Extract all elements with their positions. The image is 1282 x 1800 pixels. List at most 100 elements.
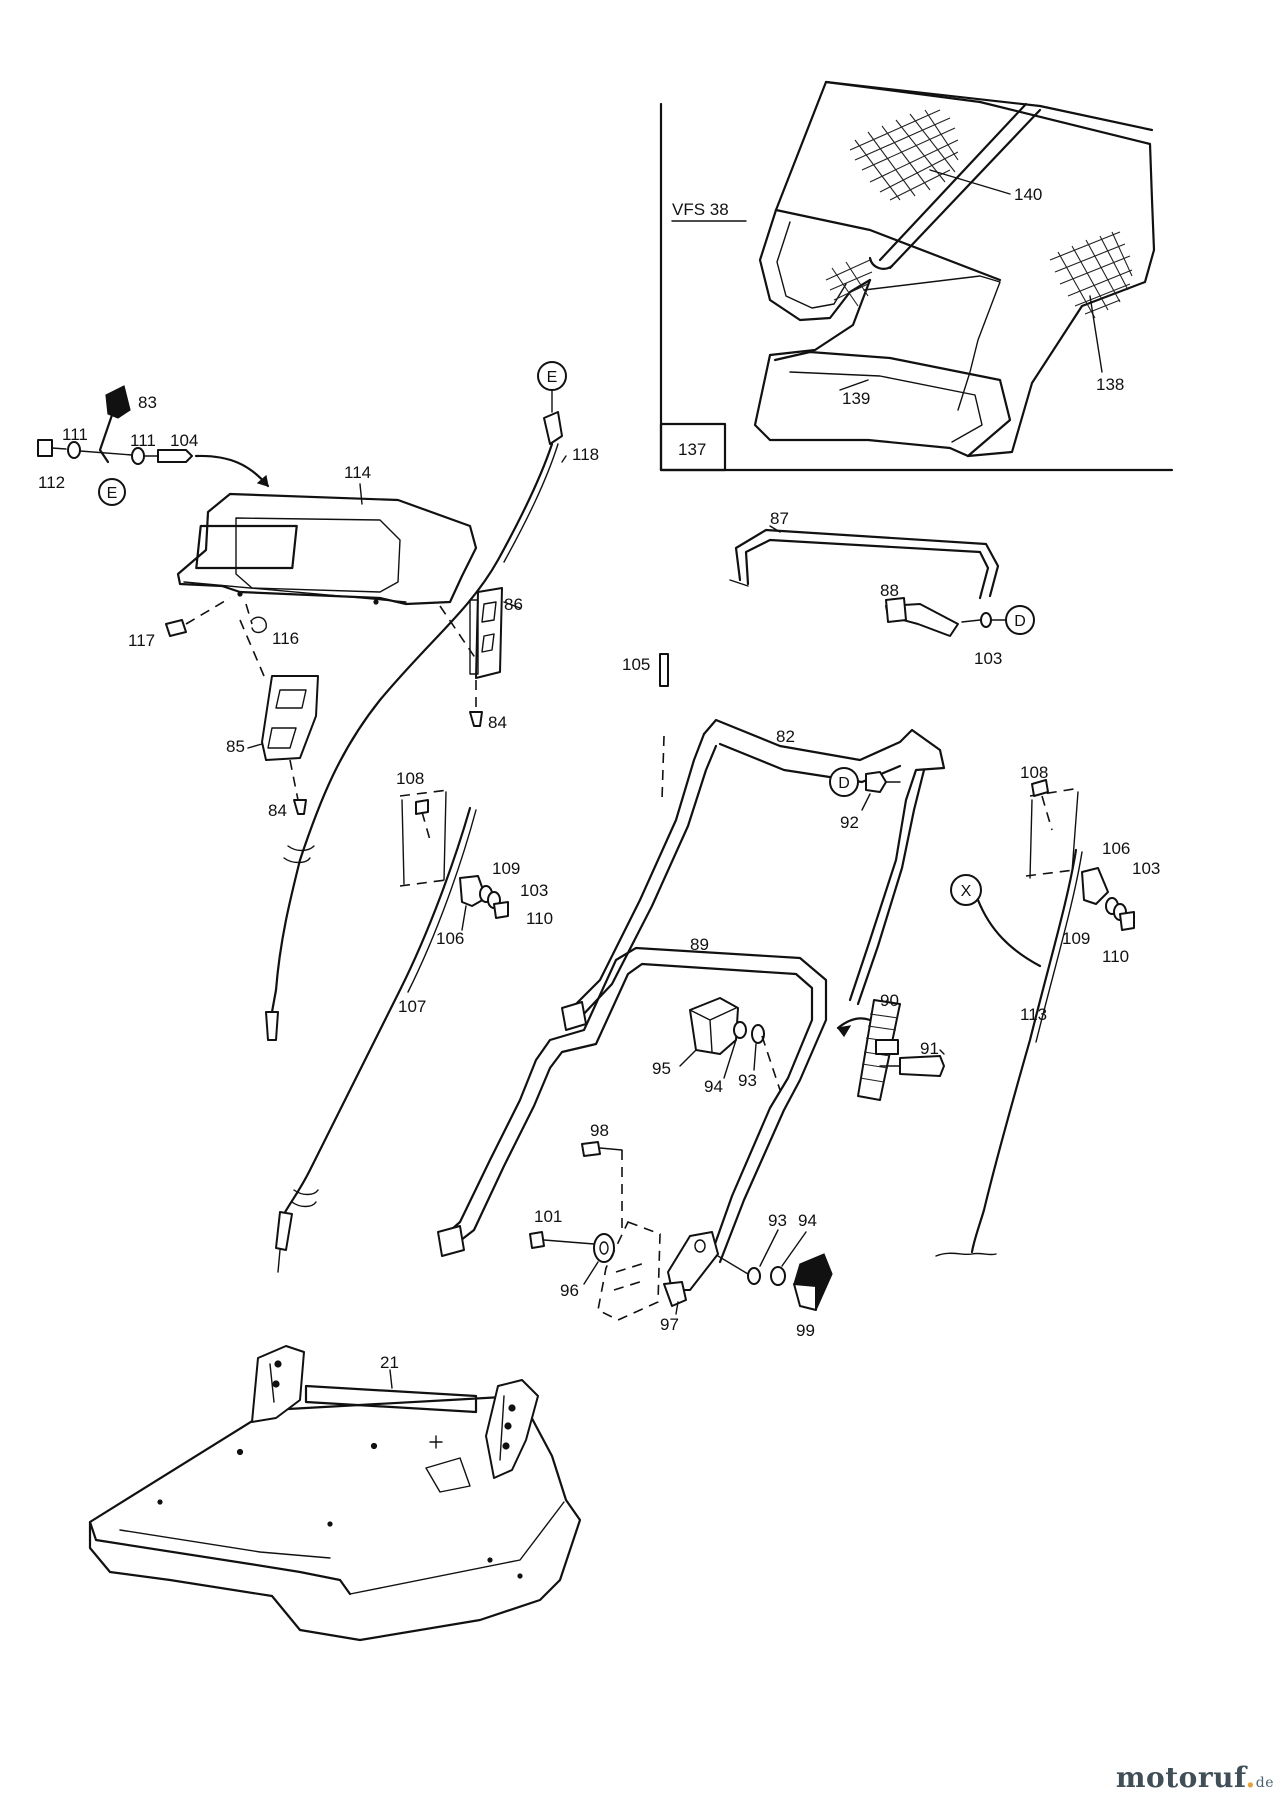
callout-e-left [98, 478, 126, 506]
handle-89-outer [440, 946, 828, 1264]
part-84-screw-a [469, 711, 483, 727]
callout-d-handle-letter: D [838, 775, 850, 792]
panel-hole [237, 591, 243, 597]
label-83: 83 [138, 393, 157, 412]
label-86: 86 [504, 595, 523, 614]
cable-118: E 118 [265, 361, 599, 1041]
right-handle-segment [1029, 791, 1079, 879]
cable-118-lower [270, 988, 278, 1014]
label-105: 105 [622, 655, 650, 674]
bolt-90-group: 90 91 [836, 991, 945, 1101]
inset-model-label: VFS 38 [672, 200, 729, 219]
part-110-nut-b [1119, 911, 1135, 931]
panel-outline [176, 492, 478, 606]
part-111-washer-a [67, 441, 81, 459]
label-21: 21 [380, 1353, 399, 1372]
part-95-knob-edges [689, 1007, 737, 1053]
arrow-head-90 [836, 1025, 852, 1038]
panel-hole [373, 599, 379, 605]
dash-93a [761, 1035, 781, 1091]
label-110b: 110 [1102, 947, 1129, 966]
callout-d-bail [1005, 605, 1035, 635]
dash-108a [421, 811, 431, 841]
deck-hole [517, 1573, 523, 1579]
leader-93b [759, 1229, 779, 1267]
callout-e-left-letter: E [107, 485, 118, 502]
inset-number-label: 137 [678, 440, 706, 459]
bag-rail-end [868, 256, 894, 270]
bag-handle-rail [878, 102, 1042, 270]
part-92-bolt [865, 771, 887, 793]
label-101: 101 [534, 1207, 562, 1226]
label-94b: 94 [798, 1211, 817, 1230]
part-95-knob [689, 997, 739, 1055]
label-112: 112 [38, 473, 65, 492]
part-87-bail-inner [744, 538, 990, 600]
cable-107-line [282, 806, 472, 1216]
mount-hole [502, 1442, 510, 1450]
label-87: 87 [770, 509, 789, 528]
leader-85 [247, 743, 263, 749]
leader-93a [753, 1043, 757, 1071]
cable-113-line [970, 848, 1078, 1254]
cable-107-end-fitting [275, 1211, 293, 1251]
leader-91 [939, 1049, 945, 1055]
part-93-washer-a [751, 1024, 765, 1044]
part-99-knob-face [793, 1283, 817, 1311]
deck-hole [487, 1557, 493, 1563]
dash-84b [289, 759, 299, 801]
label-93b: 93 [768, 1211, 787, 1230]
part-85-slots [267, 689, 307, 749]
part-106-clamp-a [459, 875, 487, 907]
inset-number-box [659, 422, 727, 472]
label-116: 116 [272, 629, 299, 648]
part-103-washer-b [980, 612, 992, 628]
cable-107-tip [277, 1249, 281, 1273]
leader-96 [583, 1261, 599, 1285]
label-94a: 94 [704, 1077, 723, 1096]
part-94-washer-a [733, 1021, 747, 1039]
label-95: 95 [652, 1059, 671, 1078]
label-109a: 109 [492, 859, 520, 878]
leader-86 [503, 601, 521, 609]
part-91-bolt [899, 1055, 945, 1077]
callout-d-handle [829, 767, 859, 797]
handle-82-right-leg [702, 718, 946, 1002]
handle-82-left-leg [564, 732, 706, 1016]
knob-95-group: 95 94 93 [652, 997, 781, 1096]
leader-116 [245, 603, 253, 625]
arrow-head [256, 474, 269, 487]
part-105-pin [659, 653, 669, 687]
part-88-bolt-head [885, 597, 907, 623]
part-111-washer-b [131, 447, 145, 465]
label-89: 89 [690, 935, 709, 954]
cable-118-lower-fitting [265, 1011, 279, 1041]
bag-mesh-front [825, 259, 873, 307]
cable-107-line-b [407, 809, 477, 993]
cable-118-break [283, 845, 315, 864]
part-101-shank [543, 1239, 595, 1245]
label-117: 117 [128, 631, 155, 650]
handle-89-inner [454, 962, 814, 1260]
bracket-85: 85 84 [226, 619, 319, 820]
label-118: 118 [572, 445, 599, 464]
cable-118-end-fitting [543, 411, 563, 445]
site-watermark: motoruf.de [1116, 1761, 1274, 1794]
part-98-bolt-head [581, 1141, 601, 1157]
bracket-86: 86 84 [439, 587, 523, 732]
bag-bottom-tray-inner [789, 371, 983, 443]
label-111b: 111 [130, 431, 156, 450]
deck-hole [370, 1442, 378, 1450]
label-103a: 103 [520, 881, 548, 900]
bag-top-rear [824, 80, 1154, 132]
deck-hole [157, 1499, 163, 1505]
label-82: 82 [776, 727, 795, 746]
assembly-arrow [194, 454, 270, 488]
part-108-screw-head-a [415, 799, 429, 815]
axis-97 [717, 1255, 749, 1275]
handle-89-left-end [437, 1225, 465, 1257]
deck-left-mount-edge [269, 1363, 275, 1403]
deck-chute-flap [425, 1457, 471, 1493]
dash-108b [1041, 795, 1053, 831]
deck-rear-bar [304, 1384, 478, 1414]
